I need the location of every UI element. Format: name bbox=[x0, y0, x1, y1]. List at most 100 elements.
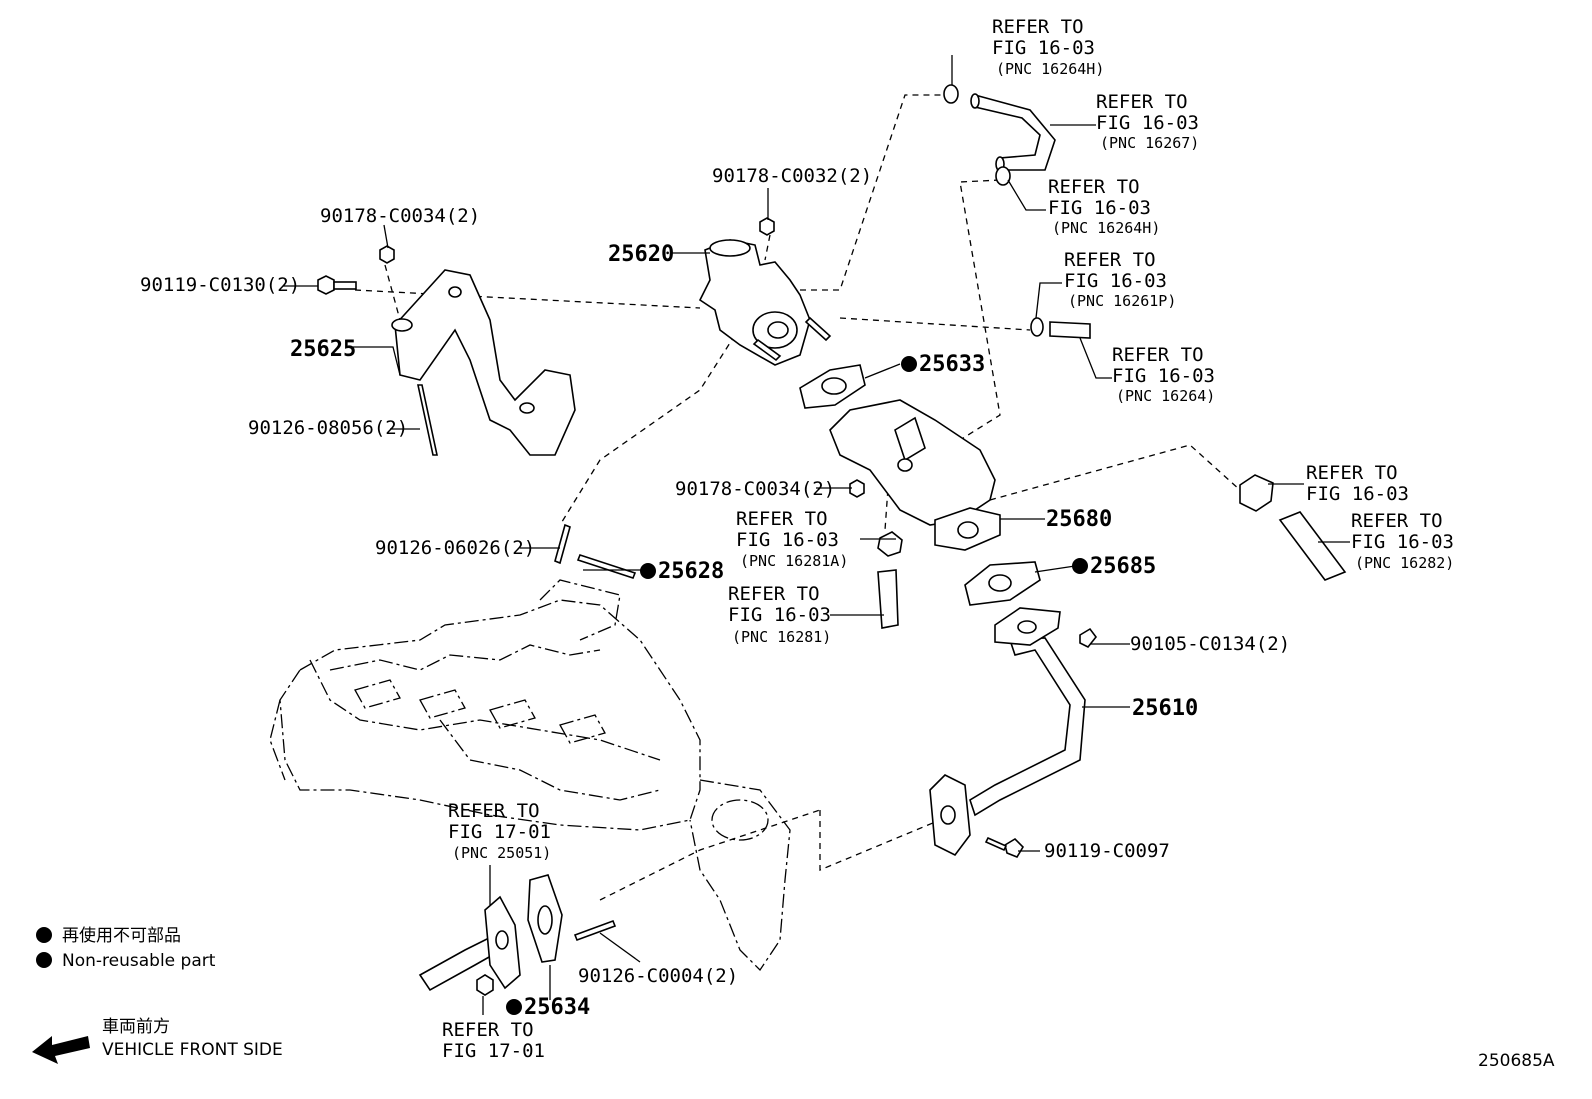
clamp-16264h-lower bbox=[995, 166, 1011, 186]
non-reusable-mark-25685 bbox=[1072, 558, 1088, 574]
refer-note-25051: REFER TO FIG 17-01 (PNC 25051) bbox=[448, 800, 551, 862]
nut-17-01 bbox=[476, 974, 494, 996]
stud-90126-08056 bbox=[417, 384, 438, 456]
svg-text:(PNC 16282): (PNC 16282) bbox=[1355, 554, 1454, 572]
label-25628: 25628 bbox=[658, 559, 724, 584]
refer-note-16264h-top: REFER TO FIG 16-03 (PNC 16264H) bbox=[992, 16, 1104, 78]
label-25680: 25680 bbox=[1046, 507, 1112, 532]
label-90178-c0034-lower: 90178-C0034(2) bbox=[675, 478, 835, 500]
legend-text-en: Non-reusable part bbox=[62, 951, 216, 971]
label-25620: 25620 bbox=[608, 242, 674, 267]
nut-90178-c0032 bbox=[759, 217, 775, 236]
non-reusable-mark-25633 bbox=[901, 356, 917, 372]
label-90126-06026: 90126-06026(2) bbox=[375, 537, 535, 559]
svg-text:FIG 17-01: FIG 17-01 bbox=[448, 821, 551, 843]
svg-text:FIG 16-03: FIG 16-03 bbox=[1112, 365, 1215, 387]
svg-text:FIG 16-03: FIG 16-03 bbox=[1096, 112, 1199, 134]
refer-note-16282: REFER TO FIG 16-03 (PNC 16282) bbox=[1351, 510, 1454, 572]
svg-text:REFER TO: REFER TO bbox=[1351, 510, 1443, 532]
svg-text:FIG 16-03: FIG 16-03 bbox=[1306, 483, 1409, 505]
figure-id: 250685A bbox=[1478, 1051, 1555, 1071]
engine-cylinder-head bbox=[269, 579, 791, 972]
refer-note-17-01: REFER TO FIG 17-01 bbox=[442, 1019, 545, 1062]
valve-25620 bbox=[698, 239, 832, 366]
gasket-25634 bbox=[527, 874, 563, 963]
svg-text:REFER TO: REFER TO bbox=[1048, 176, 1140, 198]
svg-text:(PNC 25051): (PNC 25051) bbox=[452, 844, 551, 862]
clamp-16281a bbox=[877, 531, 903, 557]
label-25685: 25685 bbox=[1090, 554, 1156, 579]
legend-dot-en bbox=[36, 952, 52, 968]
svg-text:FIG 16-03: FIG 16-03 bbox=[728, 604, 831, 626]
svg-text:(PNC 16281A): (PNC 16281A) bbox=[740, 552, 848, 570]
svg-text:REFER TO: REFER TO bbox=[992, 16, 1084, 38]
label-25625: 25625 bbox=[290, 337, 356, 362]
non-reusable-mark-25634 bbox=[506, 999, 522, 1015]
gasket-25685 bbox=[964, 561, 1041, 606]
svg-text:FIG 16-03: FIG 16-03 bbox=[1064, 270, 1167, 292]
clamp-16261p bbox=[1030, 317, 1044, 337]
front-text-en: VEHICLE FRONT SIDE bbox=[102, 1040, 283, 1060]
svg-text:FIG 17-01: FIG 17-01 bbox=[442, 1040, 545, 1062]
refer-note-16264h-mid: REFER TO FIG 16-03 (PNC 16264H) bbox=[1048, 176, 1160, 237]
svg-text:REFER TO: REFER TO bbox=[448, 800, 540, 822]
svg-text:REFER TO: REFER TO bbox=[1306, 462, 1398, 484]
svg-text:(PNC 16264H): (PNC 16264H) bbox=[1052, 219, 1160, 237]
svg-text:REFER TO: REFER TO bbox=[442, 1019, 534, 1041]
stud-90126-c0004 bbox=[573, 919, 617, 942]
bolt-90119-c0130 bbox=[317, 275, 357, 295]
vehicle-front-indicator: 車両前方 VEHICLE FRONT SIDE bbox=[32, 1017, 283, 1064]
front-arrow-icon bbox=[32, 1036, 90, 1064]
svg-text:FIG 16-03: FIG 16-03 bbox=[992, 37, 1095, 59]
label-25610: 25610 bbox=[1132, 696, 1198, 721]
svg-text:REFER TO: REFER TO bbox=[728, 583, 820, 605]
bolt-90119-c0097 bbox=[984, 836, 1025, 858]
svg-text:(PNC 16267): (PNC 16267) bbox=[1100, 134, 1199, 152]
hose-16267 bbox=[970, 93, 1056, 172]
label-90119-c0097: 90119-C0097 bbox=[1044, 840, 1170, 862]
refer-note-16281a: REFER TO FIG 16-03 (PNC 16281A) bbox=[736, 508, 848, 570]
nut-90178-c0034-upper bbox=[379, 245, 395, 264]
gasket-25633 bbox=[799, 364, 866, 409]
stud-90126-06026 bbox=[554, 523, 571, 565]
hose-16281 bbox=[877, 569, 899, 629]
legend: 再使用不可部品 Non-reusable part bbox=[36, 925, 216, 971]
svg-text:FIG 16-03: FIG 16-03 bbox=[736, 529, 839, 551]
legend-dot-jp bbox=[36, 927, 52, 943]
refer-note-16267: REFER TO FIG 16-03 (PNC 16267) bbox=[1096, 91, 1199, 152]
part-number-labels: 90178-C0034(2) 90119-C0130(2) 25625 9012… bbox=[140, 165, 1290, 1020]
bolt-90105-c0134 bbox=[1079, 627, 1098, 649]
stud-25628 bbox=[576, 554, 637, 579]
svg-text:REFER TO: REFER TO bbox=[736, 508, 828, 530]
refer-to-notes: REFER TO FIG 16-03 (PNC 16264H) REFER TO… bbox=[442, 16, 1454, 1062]
front-text-jp: 車両前方 bbox=[102, 1017, 170, 1037]
label-90178-c0034-upper: 90178-C0034(2) bbox=[320, 205, 480, 227]
legend-text-jp: 再使用不可部品 bbox=[62, 925, 181, 946]
pipe-25051 bbox=[418, 895, 521, 992]
nut-90178-c0034-lower bbox=[849, 479, 865, 498]
svg-text:REFER TO: REFER TO bbox=[1112, 344, 1204, 366]
hose-16282 bbox=[1278, 511, 1347, 581]
hose-16264 bbox=[1049, 321, 1091, 339]
pipe-25610 bbox=[929, 607, 1086, 857]
non-reusable-mark-25628 bbox=[640, 563, 656, 579]
svg-text:(PNC 16264H): (PNC 16264H) bbox=[996, 60, 1104, 78]
label-90105-c0134: 90105-C0134(2) bbox=[1130, 633, 1290, 655]
svg-text:REFER TO: REFER TO bbox=[1096, 91, 1188, 113]
label-90126-c0004: 90126-C0004(2) bbox=[578, 965, 738, 987]
bracket-25625 bbox=[391, 269, 576, 456]
refer-note-16261p: REFER TO FIG 16-03 (PNC 16261P) bbox=[1064, 249, 1176, 310]
refer-note-16281: REFER TO FIG 16-03 (PNC 16281) bbox=[728, 583, 831, 646]
label-90119-c0130: 90119-C0130(2) bbox=[140, 274, 300, 296]
refer-note-16264h-right: REFER TO FIG 16-03 bbox=[1306, 462, 1409, 505]
clamp-16264h-right bbox=[1239, 474, 1274, 512]
svg-text:(PNC 16261P): (PNC 16261P) bbox=[1068, 292, 1176, 310]
label-90126-08056: 90126-08056(2) bbox=[248, 417, 408, 439]
svg-text:REFER TO: REFER TO bbox=[1064, 249, 1156, 271]
refer-note-16264: REFER TO FIG 16-03 (PNC 16264) bbox=[1112, 344, 1215, 405]
label-25634: 25634 bbox=[524, 995, 590, 1020]
svg-text:(PNC 16264): (PNC 16264) bbox=[1116, 387, 1215, 405]
clamp-16264h-upper bbox=[943, 84, 959, 104]
label-25633: 25633 bbox=[919, 352, 985, 377]
